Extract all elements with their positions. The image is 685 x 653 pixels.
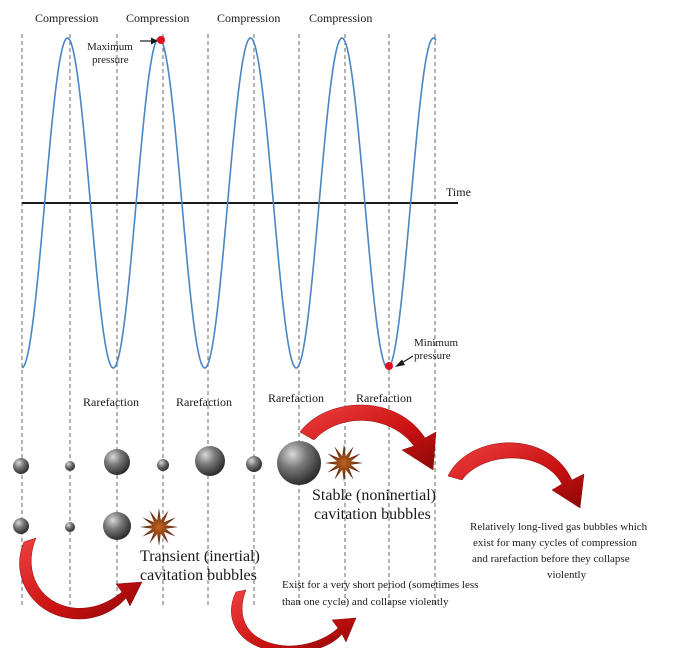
bubble	[157, 459, 169, 471]
min-pressure-label-line2: pressure	[414, 350, 451, 362]
transient-note-line2: than one cycle) and collapse violently	[282, 596, 449, 608]
max-pressure-label-line1: Maximum	[87, 41, 133, 53]
rarefaction-label-4: Rarefaction	[356, 391, 412, 405]
rarefaction-label-3: Rarefaction	[268, 391, 324, 405]
bubble	[13, 458, 29, 474]
bubble	[277, 441, 321, 485]
stable-note-line4: violently	[547, 569, 587, 581]
transient-note-line1: Exist for a very short period (sometimes…	[282, 579, 478, 591]
max-pressure-arrowhead	[151, 37, 158, 45]
bubble	[65, 461, 75, 471]
compression-label-3: Compression	[217, 11, 280, 25]
min-pressure-point	[385, 362, 393, 370]
stable-note-line3: and rarefaction before they collapse	[472, 553, 630, 565]
max-pressure-label-line2: pressure	[92, 54, 129, 66]
stable-cycle-arrow-2	[447, 442, 585, 509]
bubble	[195, 446, 225, 476]
bubble	[65, 522, 75, 532]
max-pressure-point	[157, 36, 165, 44]
vertical-guide-lines	[21, 34, 436, 608]
collapse-burst-icon	[325, 444, 363, 482]
pressure-wave	[21, 37, 437, 369]
min-pressure-arrowhead	[395, 359, 405, 367]
stable-bubbles-row	[13, 441, 363, 485]
rarefaction-label-1: Rarefaction	[83, 395, 139, 409]
transient-bubbles-row	[13, 508, 178, 546]
stable-note-line2: exist for many cycles of compression	[473, 537, 638, 549]
time-axis-label: Time	[446, 185, 471, 199]
compression-label-2: Compression	[126, 11, 189, 25]
transient-arrow-1	[19, 537, 143, 620]
bubble	[13, 518, 29, 534]
rarefaction-label-2: Rarefaction	[176, 395, 232, 409]
compression-label-1: Compression	[35, 11, 98, 25]
collapse-burst-icon	[140, 508, 178, 546]
transient-title-line2: cavitation bubbles	[140, 567, 257, 584]
min-pressure-label-line1: Minimum	[414, 337, 458, 349]
stable-cycle-arrow-1	[299, 404, 437, 471]
bubble	[103, 512, 131, 540]
stable-title-line1: Stable (noninertial)	[312, 487, 436, 504]
stable-title-line2: cavitation bubbles	[314, 506, 431, 523]
stable-note-line1: Relatively long-lived gas bubbles which	[470, 521, 648, 533]
transient-title-line1: Transient (inertial)	[140, 548, 260, 565]
bubble	[246, 456, 262, 472]
compression-label-4: Compression	[309, 11, 372, 25]
bubble	[104, 449, 130, 475]
